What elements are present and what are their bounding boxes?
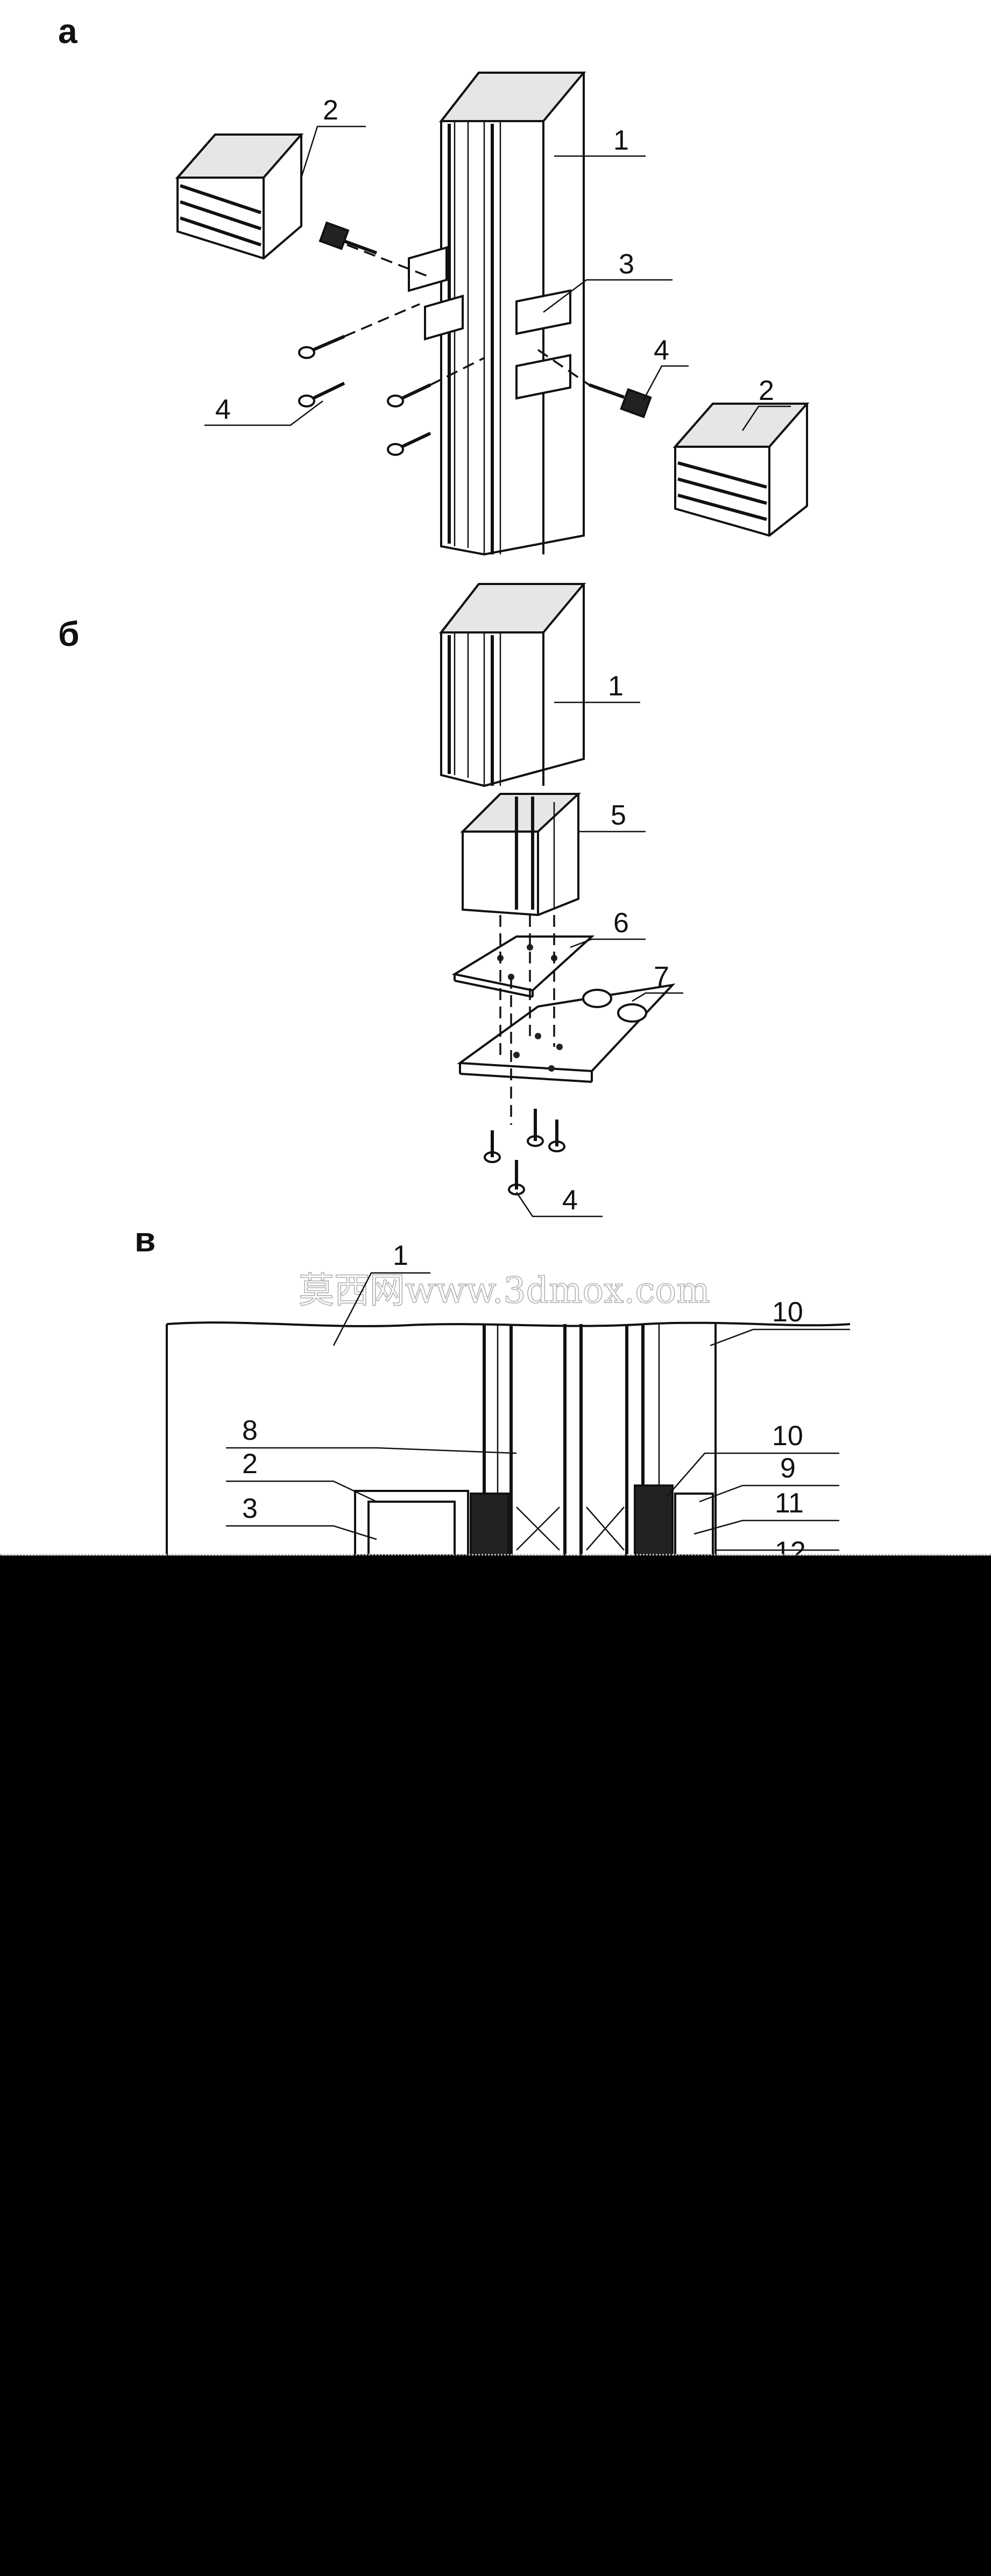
- leaders-a: [204, 125, 791, 431]
- callout-b-4: 7: [654, 961, 669, 993]
- callout-c-4: 10: [772, 1420, 803, 1452]
- bolt-right: [588, 383, 652, 418]
- screw-2: [298, 382, 345, 407]
- callout-c-1: 1: [393, 1240, 408, 1271]
- profile-post-a: [438, 72, 586, 556]
- blank-lower-region: [0, 1556, 991, 2576]
- screw-4: [387, 432, 431, 456]
- callout-c-7: 3: [242, 1493, 258, 1524]
- section-frame-c: [166, 1321, 851, 1556]
- base-plate-b: [457, 983, 676, 1083]
- end-connector-right: [673, 403, 810, 537]
- diagram-canvas: а: [58, 12, 851, 1556]
- callout-a-5: 4: [215, 394, 231, 425]
- callout-b-2: 5: [611, 800, 626, 831]
- watermark-text: 莫西网www.3dmox.com: [299, 1270, 710, 1311]
- end-connector-left: [175, 133, 304, 260]
- panel-letter-a: а: [58, 12, 77, 51]
- dashed-guides-b: [499, 915, 555, 1125]
- fasteners-a: [298, 221, 652, 456]
- bolt-upper-left: [318, 221, 378, 255]
- callout-b-5: 4: [562, 1185, 578, 1216]
- panel-letter-c: в: [135, 1220, 155, 1259]
- callout-b-1: 1: [608, 671, 624, 702]
- screw-3: [387, 383, 431, 407]
- leaders-b: [515, 701, 683, 1217]
- gasket-plate-b: [451, 935, 595, 998]
- insert-connector-b: [460, 793, 582, 917]
- callout-c-8: 11: [775, 1488, 804, 1519]
- callout-a-3: 3: [619, 249, 634, 280]
- screw-1: [298, 335, 345, 359]
- callout-c-5: 2: [242, 1448, 258, 1480]
- callout-c-6: 9: [780, 1453, 796, 1484]
- callout-a-6: 2: [759, 375, 774, 406]
- callout-c-2: 10: [772, 1297, 803, 1328]
- callout-a-4: 4: [654, 335, 669, 366]
- callout-a-2: 1: [613, 125, 629, 156]
- callout-a-1: 2: [323, 95, 338, 126]
- callout-c-9: 12: [775, 1536, 806, 1556]
- screws-b: [484, 1109, 565, 1195]
- technical-drawing: а: [0, 0, 991, 1556]
- callout-b-3: 6: [613, 907, 629, 939]
- callout-c-3: 8: [242, 1415, 258, 1446]
- leaders-c: [226, 1272, 850, 1551]
- panel-letter-b: б: [58, 615, 80, 653]
- profile-post-b: [438, 583, 586, 787]
